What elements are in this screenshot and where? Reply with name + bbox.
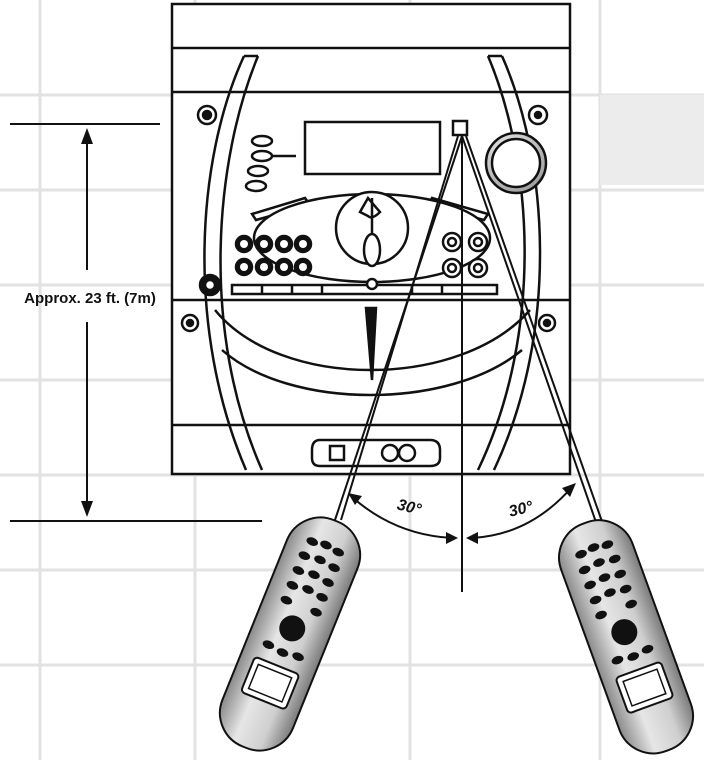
signal-lines bbox=[334, 135, 606, 592]
angle-arrowheads bbox=[348, 483, 576, 544]
remote-sensor bbox=[451, 119, 469, 137]
angle-left-label: 30° bbox=[395, 496, 423, 518]
stereo-system bbox=[170, 2, 572, 476]
distance-measurement bbox=[10, 123, 262, 522]
remote-control-left bbox=[218, 516, 362, 752]
wall-tile-shade bbox=[600, 95, 704, 185]
angle-right-label: 30° bbox=[507, 498, 535, 520]
remote-control-right bbox=[558, 519, 694, 755]
distance-label: Approx. 23 ft. (7m) bbox=[24, 290, 156, 307]
angle-arcs bbox=[351, 486, 573, 539]
